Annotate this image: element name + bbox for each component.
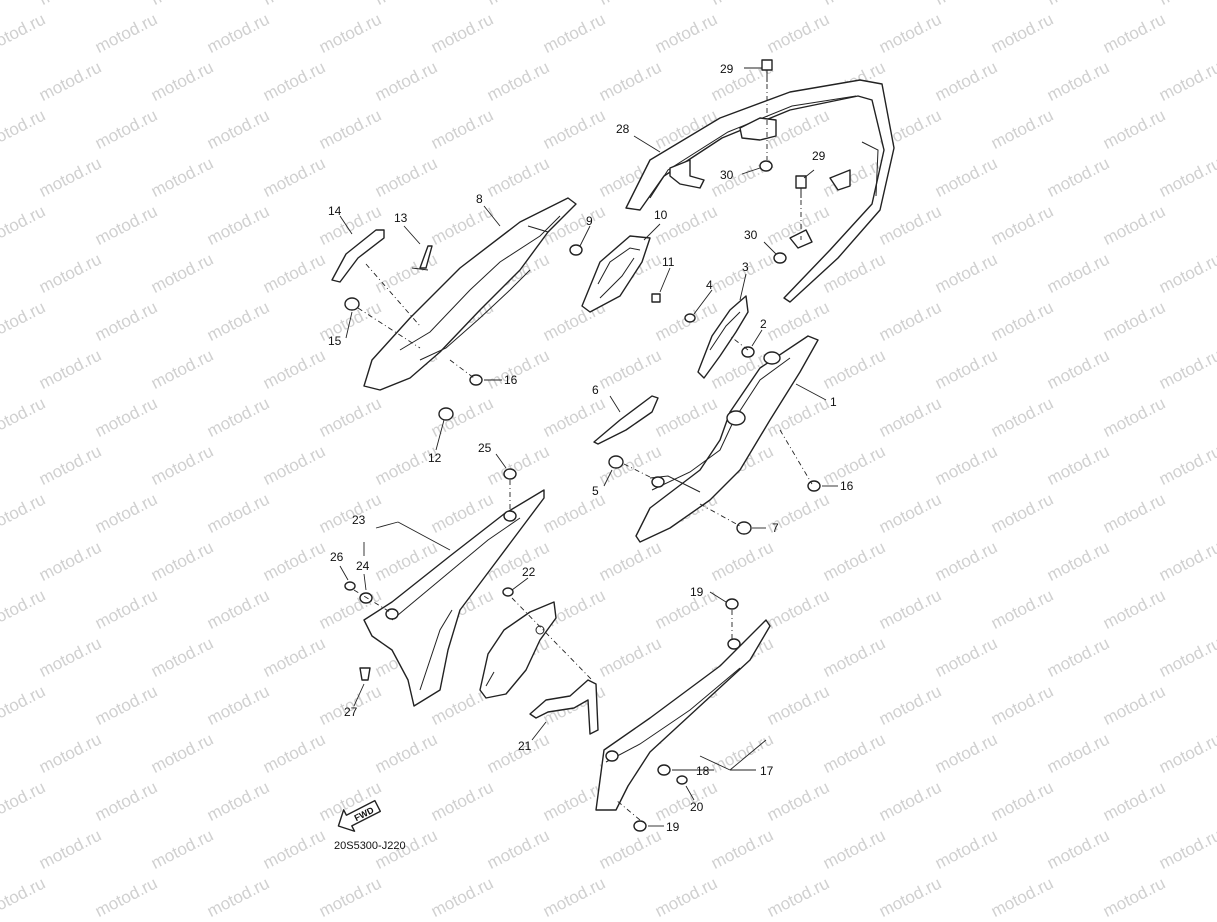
callout-24: 24 (356, 559, 370, 573)
callout-3: 3 (742, 260, 749, 274)
part-3-bracket (697, 295, 749, 379)
callout-8: 8 (476, 192, 483, 206)
callout-29-right: 29 (812, 149, 826, 163)
part-23-lower-left-cover (363, 489, 545, 707)
part-22-plate (479, 601, 557, 699)
part-21-bracket (529, 679, 599, 735)
callout-28: 28 (616, 122, 630, 136)
callout-10: 10 (654, 208, 668, 222)
callout-29-top: 29 (720, 62, 734, 76)
callout-25: 25 (478, 441, 492, 455)
diagram-code: 20S5300-J220 (334, 840, 406, 852)
callout-27: 27 (344, 705, 358, 719)
part-13-clip (411, 245, 433, 271)
part-14-strip (331, 229, 385, 283)
part-17-lower-right-cover (595, 619, 771, 811)
part-1-side-cover (635, 335, 819, 543)
callout-30-top: 30 (720, 168, 734, 182)
callout-19-top: 19 (690, 585, 704, 599)
callout-21: 21 (518, 739, 532, 753)
part-6-strip (593, 395, 659, 445)
callout-22: 22 (522, 565, 536, 579)
callout-4: 4 (706, 278, 713, 292)
callout-6: 6 (592, 383, 599, 397)
callout-19-bottom: 19 (666, 820, 680, 834)
part-28-grab-rail (625, 79, 895, 303)
callout-11: 11 (662, 255, 675, 269)
part-10-bracket (581, 235, 651, 313)
callout-12: 12 (428, 451, 442, 465)
callout-labels: 29 28 30 29 30 8 14 13 9 10 11 3 4 2 15 … (328, 62, 854, 834)
callout-1: 1 (830, 395, 837, 409)
fwd-arrow-icon: FWD (337, 799, 382, 832)
callout-2: 2 (760, 317, 767, 331)
callout-16-right: 16 (840, 479, 854, 493)
part-8-upper-side-cover (363, 197, 577, 391)
callout-20: 20 (690, 800, 704, 814)
center-lines (353, 84, 813, 821)
callout-13: 13 (394, 211, 408, 225)
callout-17: 17 (760, 764, 774, 778)
callout-18: 18 (696, 764, 710, 778)
callout-23: 23 (352, 513, 366, 527)
callout-16-left: 16 (504, 373, 518, 387)
callout-26: 26 (330, 550, 344, 564)
callout-7: 7 (772, 521, 779, 535)
callout-14: 14 (328, 204, 342, 218)
callout-30-right: 30 (744, 228, 758, 242)
hardware-bolts (344, 59, 821, 832)
callout-5: 5 (592, 484, 599, 498)
callout-9: 9 (586, 214, 593, 228)
callout-15: 15 (328, 334, 342, 348)
leader-lines (339, 67, 838, 827)
